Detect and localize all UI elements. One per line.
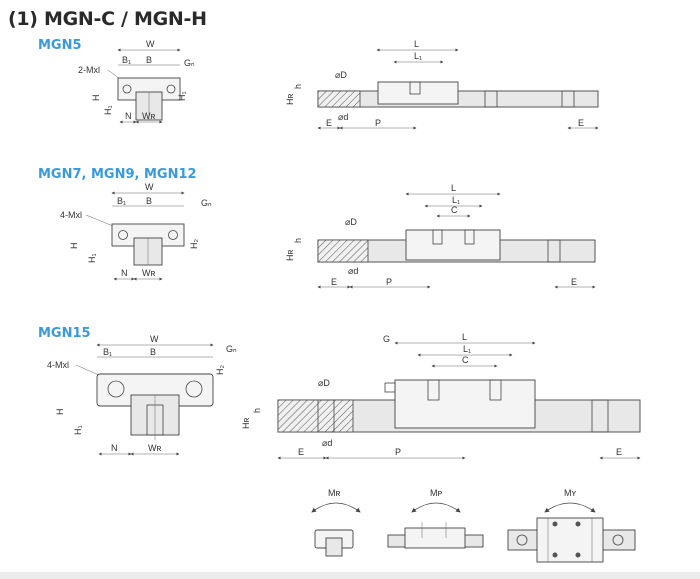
svg-text:B₁: B₁ <box>122 55 131 65</box>
svg-text:Hʀ: Hʀ <box>285 250 295 261</box>
svg-text:Wʀ: Wʀ <box>142 111 155 121</box>
svg-text:E: E <box>616 447 622 457</box>
svg-text:L: L <box>414 39 419 49</box>
svg-text:C: C <box>451 205 458 215</box>
svg-text:H: H <box>91 95 101 102</box>
svg-text:⌀d: ⌀d <box>338 112 348 122</box>
moment-pitch-diagram: Mᴘ <box>387 488 484 549</box>
svg-text:E: E <box>578 118 584 128</box>
svg-text:E: E <box>298 447 304 457</box>
svg-text:2-Mxl: 2-Mxl <box>78 65 100 75</box>
svg-text:⌀d: ⌀d <box>348 266 358 276</box>
svg-text:L₁: L₁ <box>414 51 422 61</box>
svg-text:B: B <box>146 196 152 206</box>
svg-text:G: G <box>383 334 390 344</box>
svg-text:Mʀ: Mʀ <box>328 488 340 498</box>
svg-text:H₁: H₁ <box>73 425 83 435</box>
svg-text:H: H <box>69 243 79 250</box>
svg-text:H₂: H₂ <box>215 365 225 375</box>
svg-text:B: B <box>146 55 152 65</box>
mgn5-side-view: L L₁ ⌀D ⌀d h Hʀ E P E <box>285 39 599 130</box>
svg-text:Gₙ: Gₙ <box>201 198 212 208</box>
svg-text:B₁: B₁ <box>117 196 126 206</box>
svg-text:N: N <box>111 443 118 453</box>
svg-text:H₁: H₁ <box>87 253 97 263</box>
svg-text:E: E <box>331 277 337 287</box>
svg-text:L: L <box>451 183 456 193</box>
svg-text:4-Mxl: 4-Mxl <box>47 360 69 370</box>
model-label-mgn7-9-12: MGN7, MGN9, MGN12 <box>38 167 197 182</box>
svg-text:L: L <box>462 332 467 342</box>
svg-text:H: H <box>55 409 65 416</box>
svg-text:H₂: H₂ <box>189 239 199 249</box>
svg-text:h: h <box>293 84 303 89</box>
svg-text:⌀D: ⌀D <box>335 70 347 80</box>
svg-text:E: E <box>571 277 577 287</box>
svg-text:Gₙ: Gₙ <box>184 58 195 68</box>
svg-text:W: W <box>145 182 154 192</box>
svg-text:N: N <box>121 268 128 278</box>
svg-text:h: h <box>252 408 262 413</box>
svg-text:E: E <box>326 118 332 128</box>
bottom-divider <box>0 572 700 579</box>
mgn7-9-12-side-view: L L₁ C ⌀D ⌀d h Hʀ E P E <box>285 183 596 289</box>
svg-text:Mᴘ: Mᴘ <box>430 488 442 498</box>
svg-text:⌀D: ⌀D <box>345 217 357 227</box>
svg-text:Hʀ: Hʀ <box>285 94 295 105</box>
svg-text:W: W <box>146 39 155 49</box>
svg-text:h: h <box>293 238 303 243</box>
svg-text:N: N <box>125 111 132 121</box>
svg-text:⌀D: ⌀D <box>318 378 330 388</box>
svg-text:Wʀ: Wʀ <box>148 443 161 453</box>
svg-text:P: P <box>375 118 381 128</box>
page-title: (1) MGN-C / MGN-H <box>8 8 207 30</box>
svg-text:H₁: H₁ <box>177 91 187 101</box>
svg-text:P: P <box>386 277 392 287</box>
svg-text:C: C <box>462 355 469 365</box>
svg-text:⌀d: ⌀d <box>322 438 332 448</box>
svg-text:P: P <box>395 447 401 457</box>
svg-text:W: W <box>150 334 159 344</box>
svg-text:L₁: L₁ <box>463 344 471 354</box>
model-label-mgn15: MGN15 <box>38 326 91 341</box>
svg-text:4-Mxl: 4-Mxl <box>60 210 82 220</box>
model-label-mgn5: MGN5 <box>38 38 82 53</box>
mgn7-9-12-cross-section: W B₁ B Gₙ 4-Mxl H H₁ H₂ N Wʀ <box>60 182 212 281</box>
svg-text:B₁: B₁ <box>103 347 112 357</box>
svg-text:H₁: H₁ <box>103 105 113 115</box>
svg-text:Mʏ: Mʏ <box>564 488 576 498</box>
mgn15-side-view: L L₁ C G ⌀D ⌀d h Hʀ E P E <box>241 332 641 460</box>
svg-text:Hʀ: Hʀ <box>241 418 251 429</box>
mgn15-cross-section: W B₁ B Gₙ 4-Mxl H H₁ H₂ N Wʀ <box>47 334 237 456</box>
mgn5-cross-section: W B₁ B Gₙ 2-Mxl H H₁ H₁ N Wʀ <box>78 39 195 124</box>
svg-text:Wʀ: Wʀ <box>142 268 155 278</box>
moment-roll-diagram: Mʀ <box>311 488 361 557</box>
moment-yaw-diagram: Mʏ <box>507 488 636 563</box>
svg-text:B: B <box>150 347 156 357</box>
svg-text:Gₙ: Gₙ <box>226 344 237 354</box>
svg-text:L₁: L₁ <box>452 195 460 205</box>
